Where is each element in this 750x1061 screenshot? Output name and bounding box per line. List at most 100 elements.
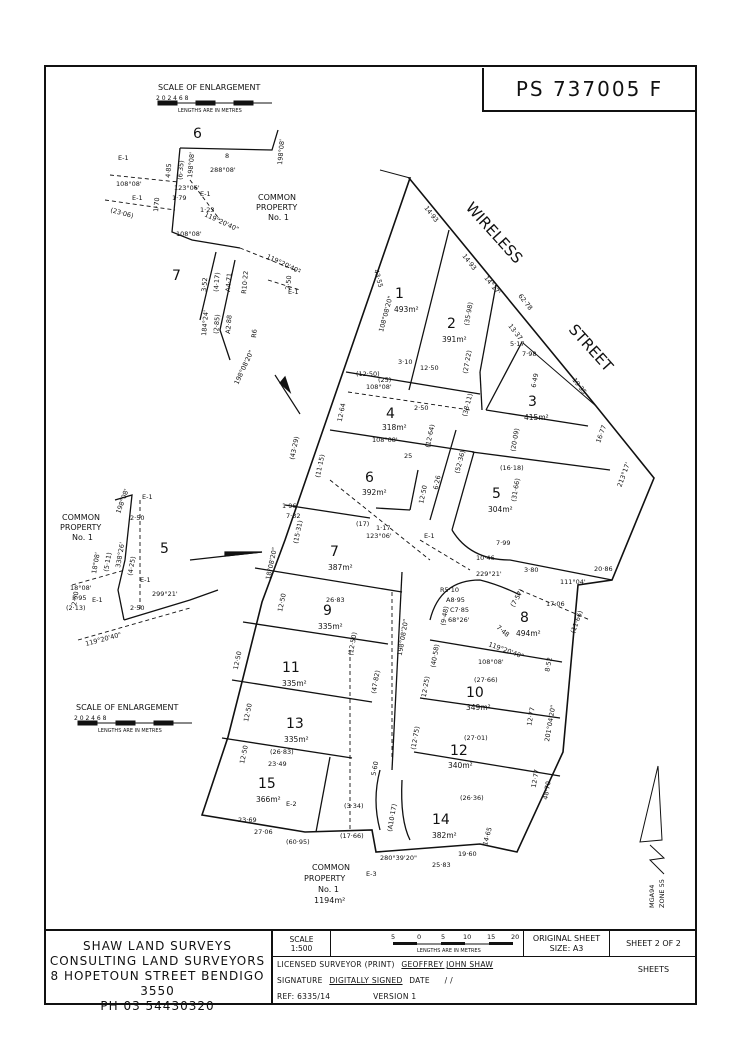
dim: 12·77	[525, 707, 536, 727]
lot-11-number: 11	[282, 660, 300, 676]
enlargement-left	[71, 494, 219, 641]
dim: (40·58)	[429, 644, 441, 669]
dim: (12·75)	[409, 726, 421, 751]
enl-dim: 198°08'	[276, 139, 286, 166]
version: VERSION 1	[373, 992, 417, 1001]
dim: 12·77	[530, 769, 541, 789]
bar-scale: 5 0 5 10 15 20 LENGTHS ARE IN METRES	[331, 931, 524, 957]
dim: 43·55	[372, 268, 385, 288]
enl-scale-left-units: LENGTHS ARE IN METRES	[98, 728, 162, 734]
dim: (43·29)	[288, 436, 301, 461]
lot-6-number: 6	[365, 470, 374, 486]
enl-dim: (2·13)	[66, 604, 86, 612]
enl-dim: 2·50	[130, 514, 144, 522]
surveyor-label: LICENSED SURVEYOR (PRINT)	[277, 960, 395, 969]
dim: 26·83	[326, 596, 345, 604]
dim: 229°21'	[476, 570, 502, 578]
dim: 12·50	[232, 651, 244, 671]
dim: (15·31)	[292, 520, 305, 545]
firm-address: 8 HOPETOUN STREET BENDIGO 3550	[50, 969, 265, 998]
enl-dim: 18°08'	[90, 551, 102, 574]
dim: 123°06'	[366, 532, 392, 540]
lot-14-area: 382m²	[432, 831, 457, 840]
enl-dim: E-1	[288, 288, 299, 296]
dim: (27·22)	[461, 350, 473, 375]
dim: R5·10	[440, 586, 459, 594]
original-sheet-box: ORIGINAL SHEET SIZE: A3	[524, 931, 610, 957]
dim: (11·15)	[314, 454, 327, 479]
dim: 2·50	[414, 404, 428, 412]
scale-box: SCALE 1:500	[273, 931, 331, 957]
dim: 3·10	[398, 358, 412, 366]
dim: 6·49	[530, 373, 540, 389]
enlargement-pointers	[189, 374, 301, 561]
dim: 23·49	[268, 760, 287, 768]
lot-8-area: 494m²	[516, 629, 541, 638]
dim: 14·65	[481, 826, 494, 846]
enl-dim: 119°20'40"	[84, 631, 122, 648]
easement-lines	[329, 391, 591, 830]
original-sheet-label: ORIGINAL SHEET	[532, 934, 601, 943]
enl-dim: R10·22	[240, 270, 250, 294]
dim: 19·60	[458, 850, 477, 858]
dim: (60·95)	[286, 838, 310, 846]
enl-dim: E-1	[118, 154, 129, 162]
bar-tick: 20	[511, 933, 519, 941]
enl-scale-top-title: SCALE OF ENLARGEMENT	[158, 83, 261, 92]
cp-bottom-2: PROPERTY	[304, 874, 345, 883]
lot-lines	[221, 229, 613, 841]
enl-dim: (2·85)	[212, 314, 222, 334]
dim: (3·34)	[344, 802, 364, 810]
enl-dim: (4·17)	[212, 272, 222, 292]
enl-dim: E-1	[92, 596, 103, 604]
dim: (26·36)	[460, 794, 484, 802]
dim: 8·52	[543, 657, 553, 673]
bar-tick: 15	[487, 933, 495, 941]
dim: (25)	[378, 376, 391, 384]
dim: 7·48	[495, 623, 511, 638]
cp-left-1: COMMON	[62, 513, 100, 522]
lot-7-area: 387m²	[328, 563, 353, 572]
dim: 25	[404, 452, 412, 460]
dim: 12·50	[238, 745, 250, 765]
lot-10-number: 10	[466, 685, 484, 701]
dim: 213°17'	[616, 461, 632, 488]
enl-scale-left-title: SCALE OF ENLARGEMENT	[76, 703, 179, 712]
scale-bar-left-graphic	[77, 720, 192, 726]
enl-scale-top-units: LENGTHS ARE IN METRES	[178, 108, 242, 114]
cp-left-2: PROPERTY	[60, 523, 101, 532]
bar-tick: 5	[391, 933, 395, 941]
enl-dim: 3·95	[72, 594, 86, 602]
dim: 12·50	[420, 364, 439, 372]
lot-3-area: 415m²	[524, 413, 549, 422]
enl-dim: 184°24'	[200, 310, 210, 337]
dim: 48·70	[541, 781, 552, 801]
dim: 280°39'20"	[380, 854, 417, 862]
lot-7-number: 7	[330, 544, 339, 560]
dim: (47·82)	[370, 670, 382, 695]
dim: C7·85	[450, 606, 469, 614]
lot-2-area: 391m²	[442, 335, 467, 344]
enl-dim: (23·06)	[109, 206, 134, 220]
dim: 25·83	[432, 861, 451, 869]
ref-row: REF: 6335/14 VERSION 1	[277, 989, 697, 1005]
dim: 108°08'	[372, 436, 398, 444]
enl-lot-5: 5	[160, 541, 169, 557]
cp-bottom-area: 1194m²	[314, 896, 345, 905]
dim: 12·64	[336, 403, 348, 423]
lot-6-area: 392m²	[362, 488, 387, 497]
enl-lot-6: 6	[193, 126, 202, 142]
dim: 14·93	[422, 204, 440, 224]
title-block: SHAW LAND SURVEYS CONSULTING LAND SURVEY…	[44, 929, 697, 1013]
lot-15-number: 15	[258, 776, 276, 792]
dim: (12·64)	[424, 424, 437, 449]
lot-1-area: 493m²	[394, 305, 419, 314]
enl-dim: 198°08'	[114, 488, 130, 515]
enlargement-top	[104, 129, 301, 361]
original-sheet-size: SIZE: A3	[549, 944, 584, 953]
dim: 23·69	[238, 816, 257, 824]
dim: 111°04'	[560, 578, 586, 586]
enl-dim: E-1	[140, 576, 151, 584]
dim: 20·86	[594, 565, 613, 573]
